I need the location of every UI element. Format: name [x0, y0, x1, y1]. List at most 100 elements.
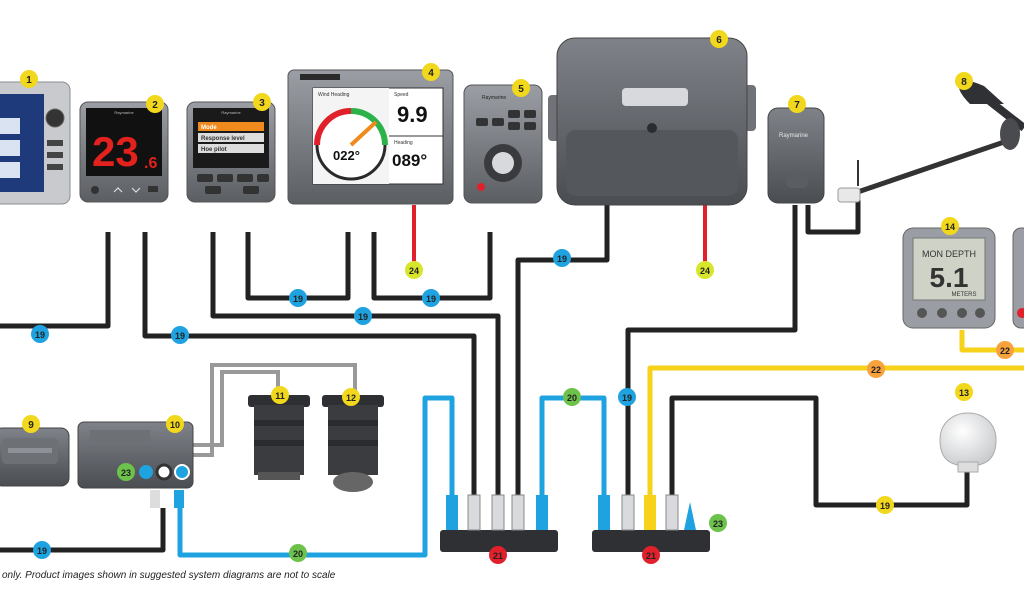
device-2-reading-decimal: .6: [144, 155, 157, 172]
device-14-depth-instrument[interactable]: MON DEPTH 5.1 METERS: [902, 227, 1024, 329]
svg-text:22: 22: [871, 365, 881, 375]
badge-8: 8: [955, 72, 973, 90]
svg-text:9: 9: [28, 420, 34, 431]
svg-text:19: 19: [557, 254, 567, 264]
device-6-course-computer[interactable]: [548, 37, 756, 206]
badge-14: 14: [941, 217, 959, 235]
badges: 1 2 3 4 5 6 7 8 9 10 11 12 13 14 19 19 1…: [20, 30, 1014, 564]
cable-badge-21: 21: [489, 546, 507, 564]
badge-6: 6: [710, 30, 728, 48]
backbone-cable-device4: [371, 232, 493, 301]
device-4-header: Wind Heading: [318, 92, 350, 98]
cable-badge-20: 20: [563, 388, 581, 406]
svg-text:24: 24: [700, 266, 710, 276]
device-12-transducer[interactable]: [322, 395, 384, 492]
badge-9: 9: [22, 415, 40, 433]
device-4-value-2: 089°: [392, 151, 427, 170]
device-4-value-1: 9.9: [397, 102, 428, 127]
cable-badge-20: 20: [289, 544, 307, 562]
svg-text:23: 23: [121, 468, 131, 478]
svg-text:23: 23: [713, 519, 723, 529]
power-cables: [412, 205, 707, 265]
svg-text:11: 11: [275, 391, 285, 401]
badge-1: 1: [20, 70, 38, 88]
device-3-pilot-controller[interactable]: Raymarine Mode Response level Hoe pilot: [186, 101, 276, 203]
device-5-brand: Raymarine: [482, 95, 506, 101]
cable-badge-19: 19: [354, 307, 372, 325]
device-3-menu-item-2: Response level: [201, 136, 245, 142]
cable-badge-19: 19: [422, 289, 440, 307]
badge-2: 2: [146, 95, 164, 113]
transducer-cable-12: [192, 363, 357, 457]
backbone-cable-device6: [515, 205, 610, 495]
svg-text:19: 19: [35, 330, 45, 340]
badge-10: 10: [166, 415, 184, 433]
cable-badge-19: 19: [171, 326, 189, 344]
device-7-wind-interface[interactable]: Raymarine: [767, 107, 825, 204]
svg-text:19: 19: [880, 501, 890, 511]
backbone-connector-left[interactable]: [440, 494, 558, 552]
svg-text:7: 7: [794, 100, 800, 111]
backbone-cable-device10: [0, 508, 166, 553]
svg-text:12: 12: [346, 393, 356, 403]
svg-text:4: 4: [428, 68, 434, 79]
spur-cable-device10: [177, 395, 455, 558]
badge-11: 11: [271, 386, 289, 404]
svg-text:2: 2: [152, 100, 158, 111]
svg-text:19: 19: [358, 312, 368, 322]
svg-text:19: 19: [175, 331, 185, 341]
device-4-multi-display[interactable]: Wind Heading 022° Speed 9.9 Heading 089°: [287, 69, 454, 205]
svg-text:5: 5: [518, 84, 524, 95]
cable-badge-23: 23: [117, 463, 135, 481]
device-2-brand: Raymarine: [114, 110, 134, 115]
cable-badge-19: 19: [33, 541, 51, 559]
gps-cable: [669, 395, 970, 508]
cable-badge-19: 19: [31, 325, 49, 343]
svg-text:22: 22: [1000, 346, 1010, 356]
cable-badge-19: 19: [618, 388, 636, 406]
badge-12: 12: [342, 388, 360, 406]
badge-3: 3: [253, 93, 271, 111]
wind-transducer-cable: [805, 200, 861, 235]
device-1-multifunction-display[interactable]: [0, 81, 71, 205]
svg-text:1: 1: [26, 75, 32, 86]
device-3-menu-item-3: Hoe pilot: [201, 147, 227, 153]
transducer-cables: [192, 363, 357, 457]
svg-text:19: 19: [37, 546, 47, 556]
device-14-unit: METERS: [951, 292, 976, 298]
device-10-converter[interactable]: [77, 421, 194, 508]
device-7-brand: Raymarine: [779, 133, 809, 139]
svg-text:8: 8: [961, 77, 967, 88]
device-2-reading-main: 23: [92, 128, 139, 175]
backbone-connector-right[interactable]: [592, 494, 710, 552]
device-4-label-2: Heading: [394, 140, 413, 146]
cable-badge-21: 21: [642, 546, 660, 564]
seatalk-cable-1: [647, 365, 1024, 495]
backbone-cable-device7: [625, 205, 798, 495]
backbone-cable-device1: [0, 232, 111, 329]
cable-badge-24: 24: [696, 261, 714, 279]
svg-text:21: 21: [493, 551, 503, 561]
device-13-gps-antenna[interactable]: [939, 412, 997, 473]
seatalkng-backbone-cables: [0, 200, 970, 553]
cable-badge-19: 19: [553, 249, 571, 267]
badge-7: 7: [788, 95, 806, 113]
svg-text:24: 24: [409, 266, 419, 276]
svg-text:3: 3: [259, 98, 265, 109]
cable-badge-19: 19: [876, 496, 894, 514]
device-5-pilot-control-head[interactable]: Raymarine: [463, 84, 543, 204]
svg-text:13: 13: [959, 388, 969, 398]
device-2-instrument-display[interactable]: Raymarine 23 .6: [79, 101, 169, 203]
cable-badge-22: 22: [996, 341, 1014, 359]
device-3-menu-item-1: Mode: [201, 125, 217, 131]
device-8-wind-transducer[interactable]: [837, 80, 1024, 203]
spur-cable-bridge: [539, 395, 607, 495]
device-9-interface-unit[interactable]: [0, 427, 70, 487]
device-4-label-1: Speed: [394, 92, 409, 98]
cable-badge-23: 23: [709, 514, 727, 532]
device-14-line1: MON DEPTH: [922, 249, 976, 259]
device-11-transducer[interactable]: [248, 395, 310, 480]
cable-badge-24: 24: [405, 261, 423, 279]
svg-text:14: 14: [945, 222, 955, 232]
